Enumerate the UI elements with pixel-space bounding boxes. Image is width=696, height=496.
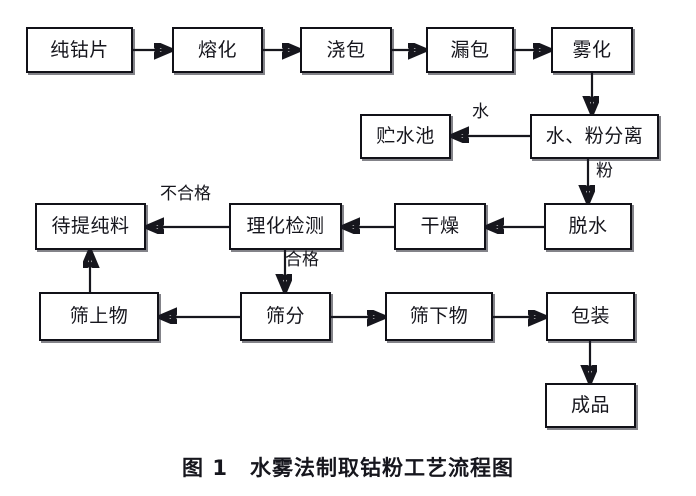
edge-label-unqualified: 不合格 [160, 184, 211, 204]
node-oversize-material[interactable]: 筛上物 [39, 292, 159, 341]
node-pouring-ladle[interactable]: 浇包 [300, 27, 392, 73]
node-undersize-material[interactable]: 筛下物 [385, 292, 493, 341]
edge-label-powder: 粉 [596, 161, 613, 181]
edge-label-water: 水 [472, 102, 489, 122]
node-material-to-be-purified[interactable]: 待提纯料 [35, 203, 146, 250]
node-pure-cobalt-sheet[interactable]: 纯钴片 [26, 27, 133, 73]
node-drying[interactable]: 干燥 [394, 203, 486, 250]
node-water-powder-separation[interactable]: 水、粉分离 [530, 114, 659, 159]
node-screening[interactable]: 筛分 [240, 292, 331, 341]
node-atomization[interactable]: 雾化 [551, 27, 633, 73]
node-leaking-ladle[interactable]: 漏包 [426, 27, 514, 73]
node-physical-chemical-inspection[interactable]: 理化检测 [229, 203, 342, 250]
node-melting[interactable]: 熔化 [172, 27, 263, 73]
edge-label-qualified: 合格 [285, 250, 319, 270]
figure-caption: 图 1 水雾法制取钴粉工艺流程图 [182, 456, 514, 480]
node-finished-product[interactable]: 成品 [545, 383, 636, 428]
node-packaging[interactable]: 包装 [546, 292, 635, 341]
node-water-reservoir[interactable]: 贮水池 [360, 114, 451, 159]
node-dewatering[interactable]: 脱水 [544, 203, 632, 250]
